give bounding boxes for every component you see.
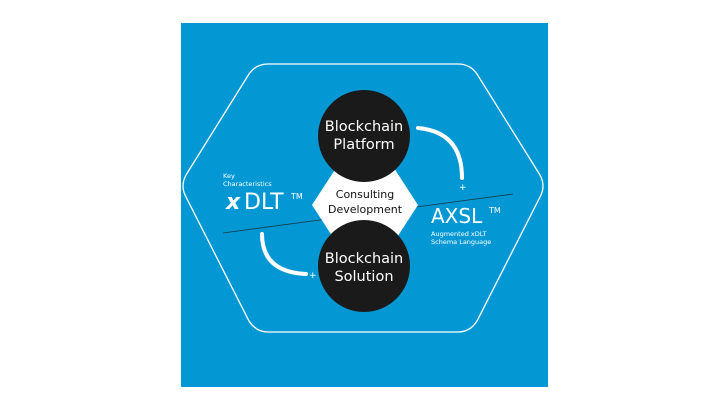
right-curve-arrow [416,126,464,180]
schema-caption: Schema Language [431,238,491,246]
left-plus-sign: + [309,271,317,281]
characteristics-caption: Characteristics [223,180,272,188]
solution-label-line1: Blockchain [325,251,403,267]
xdlt-brand-prefix: x [225,190,241,215]
xdlt-brand: DLT [244,190,284,215]
augmented-caption: Augmented xDLT [431,230,486,238]
development-label: Development [328,203,403,216]
left-curve-arrow [260,232,308,276]
solution-label-line2: Solution [334,269,393,285]
axsl-trademark: TM [488,206,501,215]
center-hexagon [312,165,418,245]
outer-hexagon [182,63,544,333]
solution-circle [318,220,410,312]
platform-label-line1: Blockchain [325,119,403,135]
consulting-label: Consulting [336,188,394,201]
axsl-brand: AXSL [431,204,483,228]
platform-circle [318,90,410,182]
right-plus-sign: + [459,183,467,193]
xdlt-trademark: TM [290,192,303,201]
key-caption: Key [223,172,235,180]
platform-label-line2: Platform [333,137,394,153]
